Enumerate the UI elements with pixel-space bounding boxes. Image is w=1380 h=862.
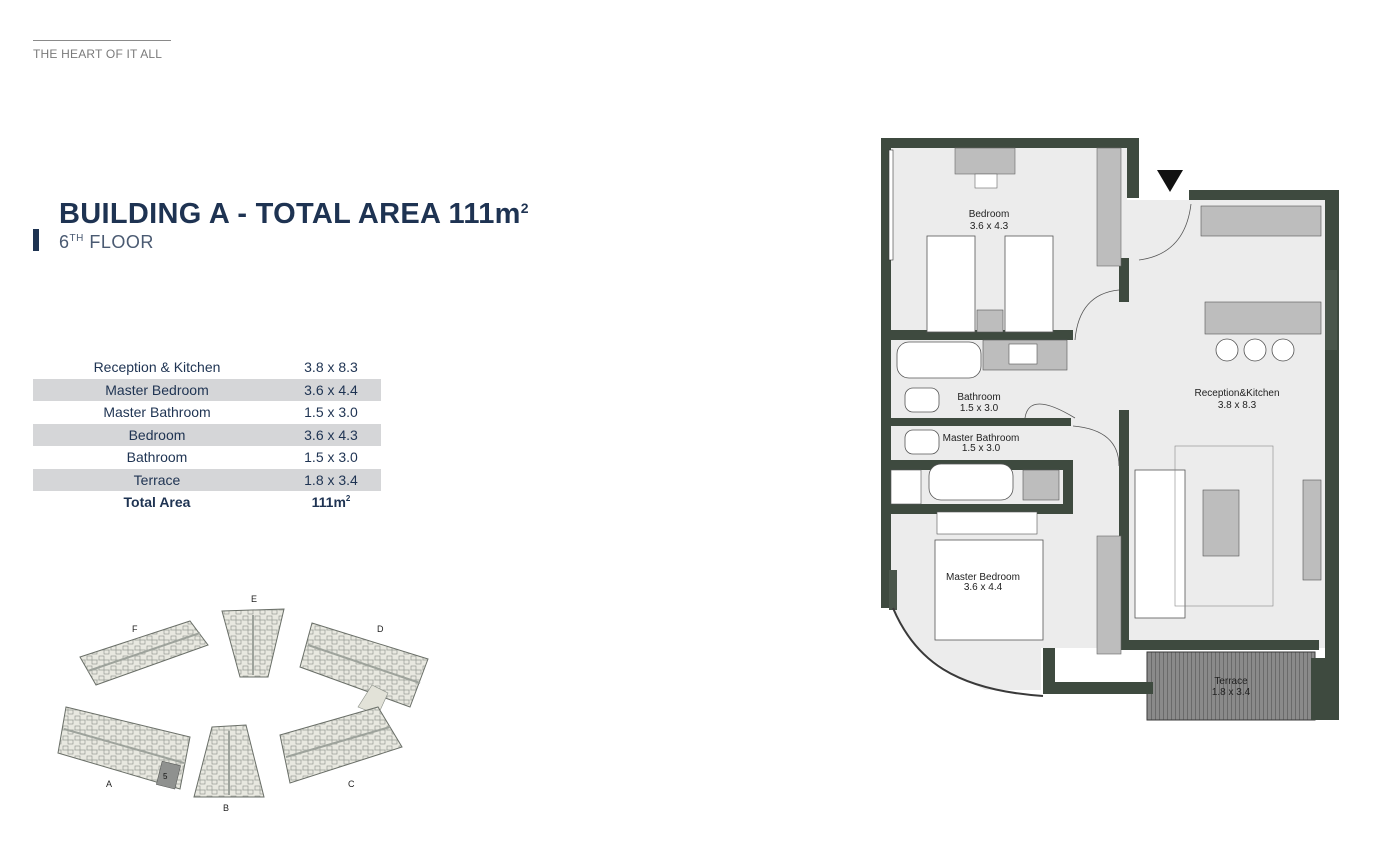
window-curve <box>892 607 1044 697</box>
plan-label-master-bedroom: Master Bedroom <box>946 572 1020 583</box>
room-dim: 1.5 x 3.0 <box>304 404 358 421</box>
building-label-e: E <box>251 594 257 604</box>
floor-plan: Bedroom 3.6 x 4.3 Bathroom 1.5 x 3.0 Mas… <box>881 138 1339 721</box>
closet <box>890 469 922 505</box>
room-name: Master Bathroom <box>103 404 211 421</box>
window-left <box>888 149 894 261</box>
desk <box>954 147 1016 175</box>
plan-label-reception: Reception&Kitchen <box>1194 388 1279 399</box>
toilet <box>904 387 940 413</box>
bed-right <box>1004 235 1054 333</box>
plan-label-bathroom: Bathroom <box>957 392 1000 403</box>
room-dim: 3.6 x 4.4 <box>304 381 358 398</box>
building-e <box>221 608 285 678</box>
kitchen-counter <box>1200 205 1322 237</box>
building-label-f: F <box>132 624 138 634</box>
master-wardrobe <box>1096 535 1122 655</box>
plan-dim-master-bedroom: 3.6 x 4.4 <box>964 582 1003 593</box>
door-master <box>1072 425 1120 467</box>
terrace <box>1146 651 1316 721</box>
window-bottom <box>889 570 897 610</box>
kitchen-island <box>1204 301 1322 335</box>
plan-dim-bathroom: 1.5 x 3.0 <box>960 403 999 414</box>
bathtub-master <box>928 463 1014 501</box>
floor-word: FLOOR <box>83 232 154 252</box>
building-label-b: B <box>223 803 229 813</box>
table-row: Bedroom 3.6 x 4.3 <box>33 423 381 446</box>
table-row: Reception & Kitchen 3.8 x 8.3 <box>33 356 381 379</box>
title-sup: 2 <box>520 200 529 216</box>
tagline: THE HEART OF IT ALL <box>33 47 163 61</box>
building-b <box>193 724 265 798</box>
room-name: Bedroom <box>128 426 186 443</box>
floor-accent-bar <box>33 229 39 251</box>
header-rule <box>33 40 171 41</box>
floor-label: 6TH FLOOR <box>59 232 154 253</box>
building-label-a: A <box>106 779 112 789</box>
room-dim: 1.8 x 3.4 <box>304 471 358 488</box>
room-dim: 3.8 x 8.3 <box>304 359 358 376</box>
nightstand <box>976 309 1004 333</box>
coffee-table <box>1202 489 1240 557</box>
room-name: Terrace <box>133 471 181 488</box>
window-right <box>1325 270 1337 350</box>
table-row: Bathroom 1.5 x 3.0 <box>33 446 381 469</box>
floor-suffix: TH <box>69 233 84 244</box>
page-title: BUILDING A - TOTAL AREA 111m2 <box>59 198 529 231</box>
title-text: BUILDING A - TOTAL AREA 111m <box>59 198 521 230</box>
master-bed <box>934 539 1044 641</box>
room-table: Reception & Kitchen 3.8 x 8.3 Master Bed… <box>33 356 381 514</box>
room-name: Master Bedroom <box>105 381 209 398</box>
stool <box>1243 338 1267 362</box>
bathtub <box>896 341 982 379</box>
building-d <box>299 622 429 716</box>
total-dim: 111m2 <box>281 494 381 510</box>
rug <box>1174 445 1274 607</box>
door-entrance <box>1138 203 1192 261</box>
room-dim: 1.5 x 3.0 <box>304 449 358 466</box>
total-sup: 2 <box>345 494 351 504</box>
plan-dim-terrace: 1.8 x 3.4 <box>1212 687 1251 698</box>
tv-unit <box>1302 479 1322 581</box>
sink-master <box>1022 469 1060 501</box>
room-name: Reception & Kitchen <box>93 359 221 376</box>
table-row: Master Bathroom 1.5 x 3.0 <box>33 401 381 424</box>
pillows <box>936 511 1038 535</box>
building-f <box>79 620 209 686</box>
plan-dim-bedroom: 3.6 x 4.3 <box>970 221 1009 232</box>
door-bathroom <box>1024 403 1076 419</box>
total-row: Total Area 111m2 <box>33 491 381 514</box>
bed-left <box>926 235 976 333</box>
plan-label-bedroom: Bedroom <box>969 209 1010 220</box>
stool <box>1215 338 1239 362</box>
room-dim: 3.6 x 4.3 <box>304 426 358 443</box>
toilet-master <box>904 429 940 455</box>
sink <box>1008 343 1038 365</box>
floor-number: 6 <box>59 232 70 252</box>
plan-dim-reception: 3.8 x 8.3 <box>1218 400 1257 411</box>
plan-label-master-bathroom: Master Bathroom <box>943 433 1020 444</box>
chair <box>974 173 998 189</box>
plan-label-terrace: Terrace <box>1214 676 1248 687</box>
building-label-c: C <box>348 779 355 789</box>
table-row: Master Bedroom 3.6 x 4.4 <box>33 378 381 401</box>
table-row: Terrace 1.8 x 3.4 <box>33 468 381 491</box>
stool <box>1271 338 1295 362</box>
sofa <box>1134 469 1186 619</box>
wardrobe <box>1096 147 1122 267</box>
room-name: Bathroom <box>126 449 188 466</box>
building-c <box>279 706 403 784</box>
building-label-d: D <box>377 624 384 634</box>
unit-marker: 5 <box>163 772 168 781</box>
site-plan: F E D A B C 5 <box>57 594 429 813</box>
building-a <box>57 706 191 790</box>
entrance-arrow-icon <box>1157 170 1183 192</box>
total-value: 111m <box>311 494 346 511</box>
plan-dim-master-bathroom: 1.5 x 3.0 <box>962 443 1001 454</box>
total-name: Total Area <box>123 494 191 511</box>
door-bedroom <box>1074 289 1120 341</box>
